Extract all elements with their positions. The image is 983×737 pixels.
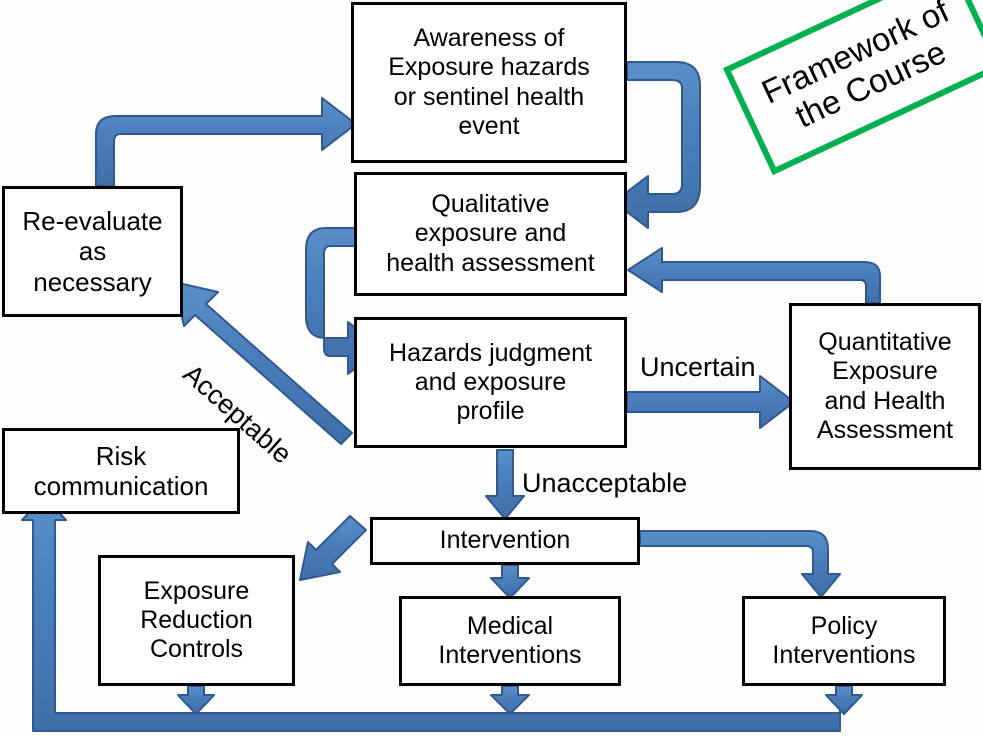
edge-label-unacceptable: Unacceptable [522,468,688,498]
edge-label-uncertain: Uncertain [640,352,756,382]
arrow-reevaluate-to-awareness [95,97,357,187]
arrow-intervention-to-policy [639,530,841,598]
arrow-quantitative-to-qualitative [627,247,881,304]
arrow-intervention-to-medical [490,564,530,599]
arrow-awareness-to-qualitative [613,61,701,229]
arrow-hazards-to-quantitative [626,375,795,429]
node-intervention[interactable]: Intervention [370,517,640,565]
arrow-medical-to-bus [490,685,530,715]
arrow-hazards-to-intervention [485,449,525,520]
arrow-policy-to-bus [825,685,863,715]
arrow-exposure-controls-to-bus [177,685,215,715]
arrow-intervention-to-exposure-controls [299,515,367,581]
node-intervention-label: Intervention [439,526,571,555]
